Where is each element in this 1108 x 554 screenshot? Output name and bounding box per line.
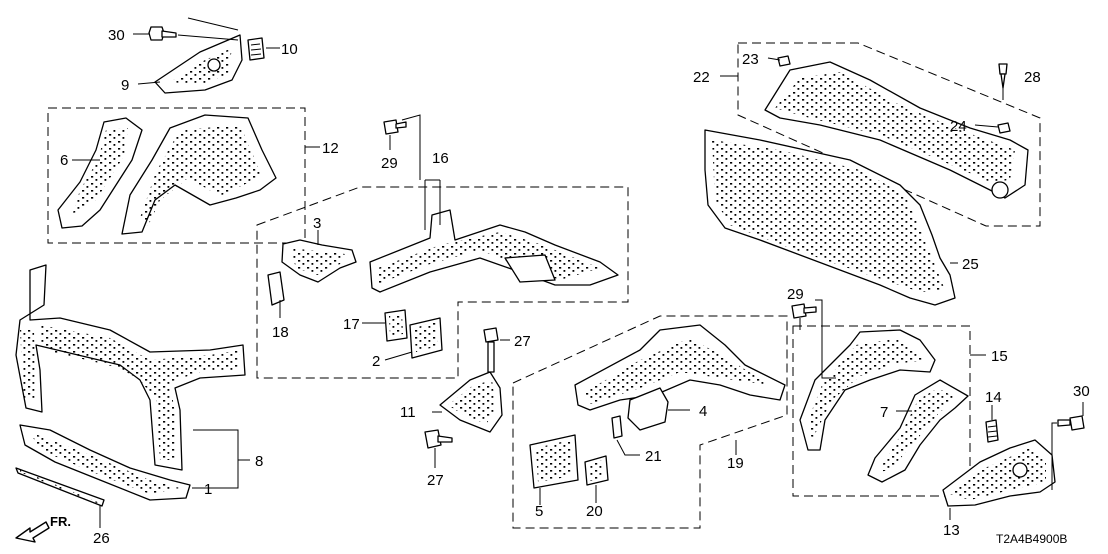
part-2-plate xyxy=(409,317,443,359)
part-29-bolt-right xyxy=(791,303,817,319)
callout-18: 18 xyxy=(272,324,289,341)
group-outline-19 xyxy=(512,315,788,529)
part-30-bolt-top xyxy=(148,26,177,41)
part-30-bolt-right xyxy=(1057,415,1085,431)
part-18-bracket xyxy=(267,271,285,306)
part-3-bracket xyxy=(281,239,357,283)
diagram-code: T2A4B4900B xyxy=(996,532,1067,546)
part-19-frame xyxy=(574,324,786,411)
callout-15: 15 xyxy=(991,348,1008,365)
leader-lines xyxy=(72,17,1084,528)
callout-2: 2 xyxy=(372,353,380,370)
part-4-bracket xyxy=(627,387,669,431)
callout-4: 4 xyxy=(699,403,707,420)
callout-3: 3 xyxy=(313,215,321,232)
part-9-upper-member xyxy=(154,34,243,94)
callout-25: 25 xyxy=(962,256,979,273)
callout-11: 11 xyxy=(400,404,416,421)
callout-17: 17 xyxy=(343,316,360,333)
callout-14: 14 xyxy=(985,389,1002,406)
part-24-clip xyxy=(997,122,1011,134)
part-29-bolt-left xyxy=(383,119,407,135)
part-7-reinforcement xyxy=(867,379,969,483)
callout-7: 7 xyxy=(880,404,888,421)
part-5-plate xyxy=(529,434,579,489)
callout-13: 13 xyxy=(943,522,960,539)
part-17-plate xyxy=(384,309,408,342)
callout-22: 22 xyxy=(693,69,710,86)
part-27-bolt-upper xyxy=(483,327,499,373)
part-26-bar xyxy=(15,467,105,507)
front-direction-arrow: FR. xyxy=(15,514,71,543)
part-23-clip xyxy=(777,55,791,67)
callout-19: 19 xyxy=(727,455,744,472)
part-8-bulkhead xyxy=(15,264,246,471)
callout-8: 8 xyxy=(255,453,263,470)
part-12-wheelhouse xyxy=(121,114,277,235)
callout-16: 16 xyxy=(432,150,449,167)
callout-21: 21 xyxy=(645,448,662,465)
direction-label: FR. xyxy=(50,514,71,529)
part-21-bracket xyxy=(611,415,623,439)
part-1-lower-member xyxy=(19,424,191,501)
callout-23: 23 xyxy=(742,51,759,68)
callout-27-upper: 27 xyxy=(514,333,531,350)
callout-30-top: 30 xyxy=(108,27,125,44)
group-outline-22 xyxy=(737,42,1041,227)
callout-26: 26 xyxy=(93,530,110,547)
callout-10: 10 xyxy=(281,41,298,58)
callout-24: 24 xyxy=(950,118,967,135)
part-16-frame xyxy=(369,209,619,293)
callout-5: 5 xyxy=(535,503,543,520)
part-20-plate xyxy=(584,455,609,486)
part-14-clip xyxy=(985,419,999,443)
part-13-upper-member xyxy=(942,439,1056,507)
part-27-bolt-lower xyxy=(424,429,453,449)
part-6-reinforcement xyxy=(57,117,143,229)
part-11-bracket xyxy=(439,371,503,433)
group-outline-16 xyxy=(256,186,629,379)
callout-12: 12 xyxy=(322,140,339,157)
callout-28: 28 xyxy=(1024,69,1041,86)
part-25-dashboard xyxy=(704,129,956,306)
callout-29-left: 29 xyxy=(381,155,398,172)
arrow-icon xyxy=(15,521,50,543)
callout-9: 9 xyxy=(121,77,129,94)
group-outline-15 xyxy=(792,325,971,497)
part-15-wheelhouse xyxy=(799,329,936,451)
part-10-clip xyxy=(247,37,265,61)
callout-20: 20 xyxy=(586,503,603,520)
callout-30-right: 30 xyxy=(1073,383,1090,400)
callout-29-right: 29 xyxy=(787,286,804,303)
part-22-cowl xyxy=(764,61,1029,199)
callout-6: 6 xyxy=(60,152,68,169)
part-28-pin xyxy=(998,63,1008,89)
callout-27-lower: 27 xyxy=(427,472,444,489)
callout-1: 1 xyxy=(204,481,212,498)
